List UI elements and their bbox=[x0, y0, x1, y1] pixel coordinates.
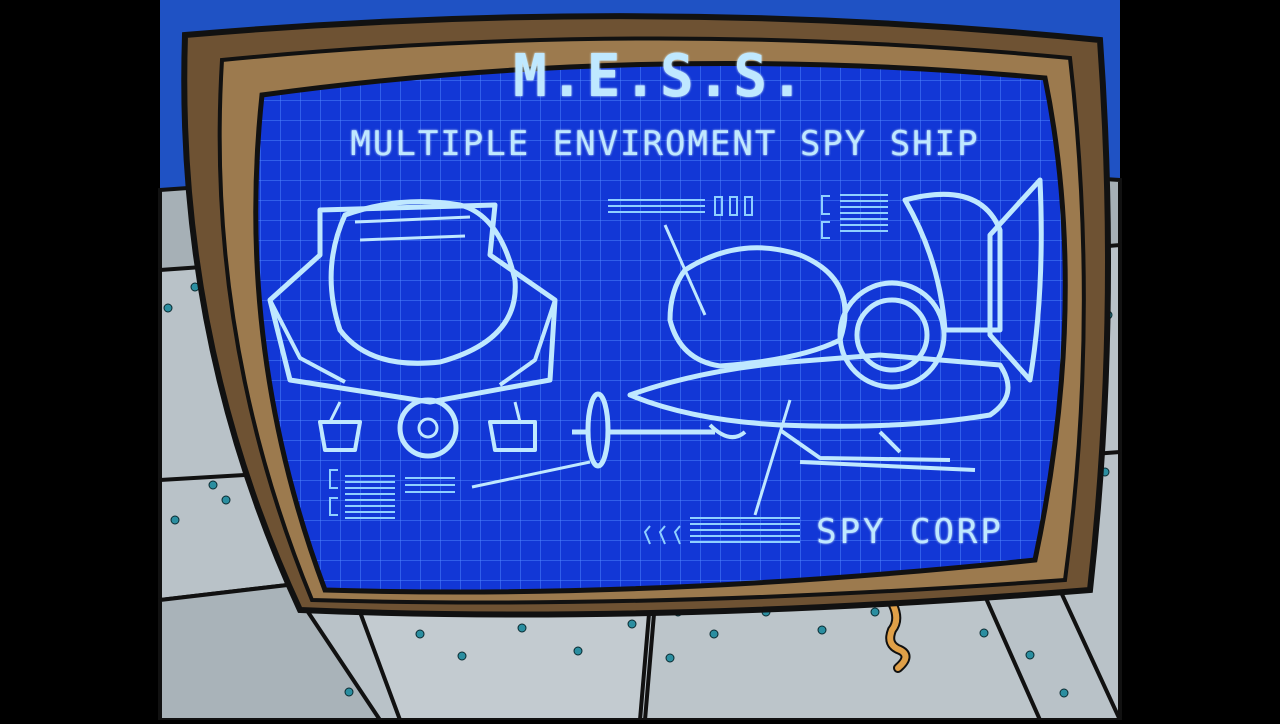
letterbox-left bbox=[0, 0, 160, 720]
annotation-marks bbox=[329, 194, 888, 545]
ship-side-view bbox=[471, 177, 1044, 516]
rivets bbox=[163, 282, 1113, 698]
blueprint-screen bbox=[255, 63, 1066, 592]
screen-title: M.E.S.S. bbox=[513, 42, 807, 111]
screen-subtitle: MULTIPLE ENVIROMENT SPY SHIP bbox=[350, 124, 980, 164]
ship-front-view bbox=[267, 199, 558, 459]
letterbox-right bbox=[1120, 0, 1280, 720]
brand-label: SPY CORP bbox=[816, 512, 1004, 552]
